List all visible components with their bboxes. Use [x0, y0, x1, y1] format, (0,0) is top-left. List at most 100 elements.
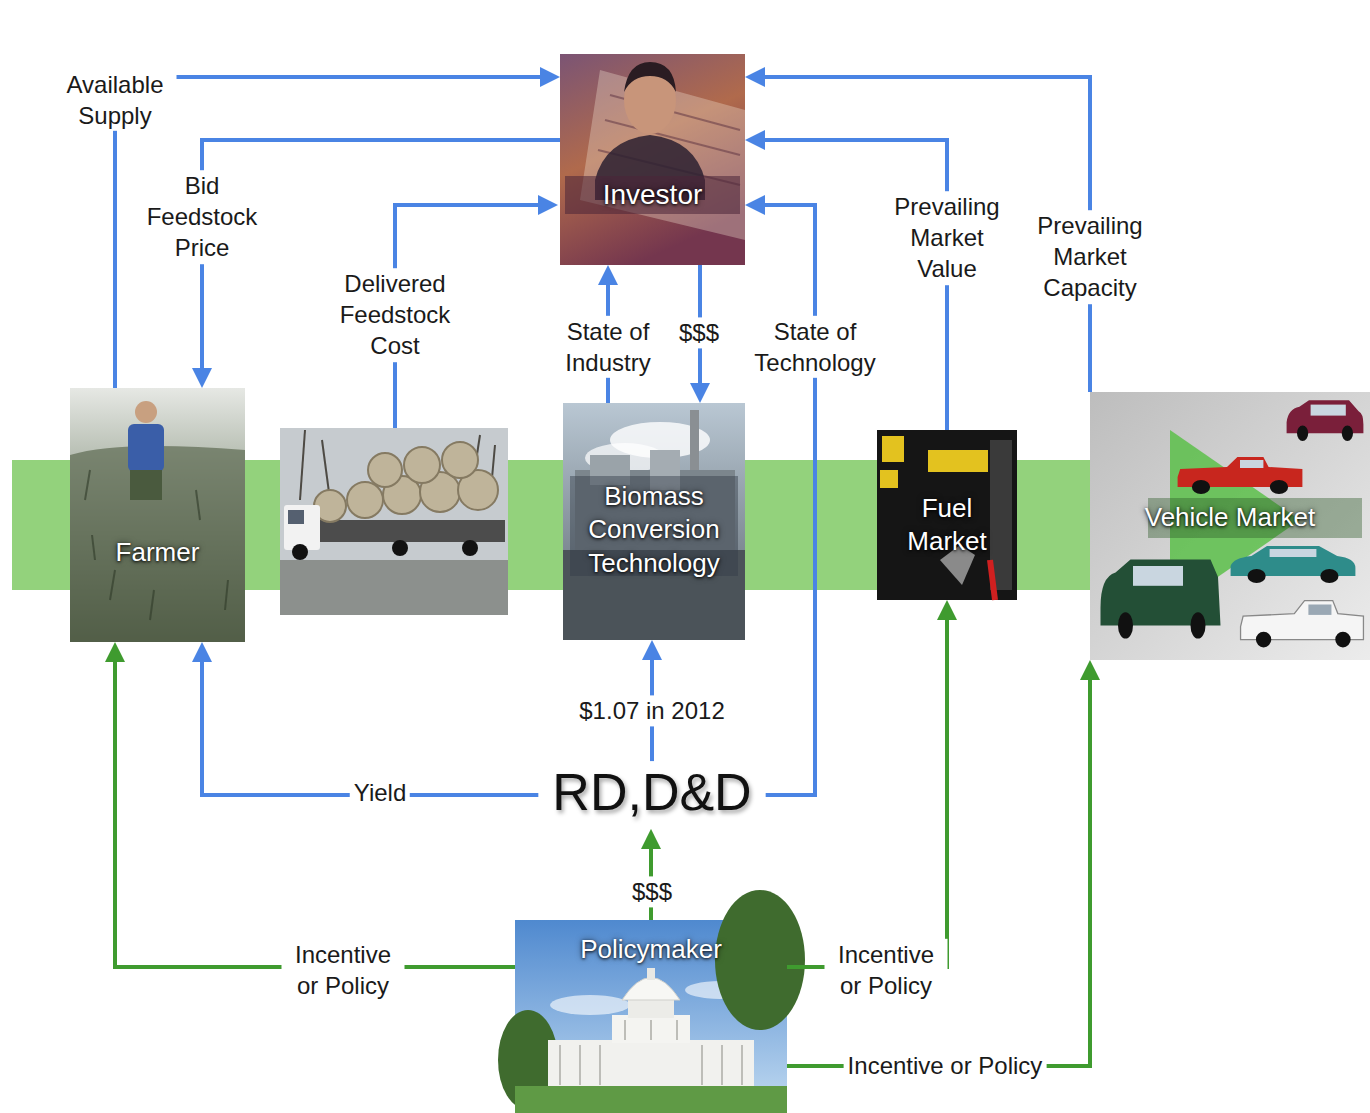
edge-label: Available Supply [54, 69, 177, 131]
text-group: Biomass Conversion Technology [563, 480, 745, 579]
edge-label: Incentive or Policy [282, 939, 405, 1001]
truck-photo [347, 482, 383, 518]
capitol-photo [676, 1020, 678, 1040]
farmer-photo [70, 388, 245, 642]
capitol-photo [650, 1020, 652, 1040]
capitol-photo [515, 1086, 787, 1113]
node-title: Fuel Market [885, 492, 1009, 558]
flow-arrow [755, 140, 947, 430]
text-group: Farmer [70, 536, 245, 569]
capitol-photo [560, 1020, 742, 1085]
vehicle-photo [1297, 426, 1308, 441]
capitol-photo [559, 1045, 561, 1085]
policy-arrow [115, 652, 515, 967]
text-group: Vehicle Market [1090, 501, 1370, 534]
fuel-pump-photo [877, 430, 1017, 600]
truck-photo [288, 510, 304, 524]
truck-photo [292, 540, 478, 560]
flow-label: Delivered Feedstock Cost [329, 268, 462, 362]
capitol-photo [550, 995, 630, 1015]
text-group: Investor [560, 177, 745, 213]
farmer-photo [135, 401, 157, 423]
vehicle-photo [1248, 569, 1266, 583]
flow-arrow [755, 205, 815, 795]
truck-photo [292, 544, 308, 560]
flow-arrow [115, 77, 550, 388]
node-title: Biomass Conversion Technology [571, 480, 737, 579]
truck-photo [442, 442, 478, 478]
truck-photo [314, 442, 498, 522]
vehicle-photo [1231, 546, 1356, 583]
edge-label: State of Industry [552, 316, 665, 378]
node-title: Farmer [78, 536, 237, 569]
research-hub: RD,D&D [538, 761, 765, 829]
capitol-photo [741, 1045, 743, 1085]
vehicle-photo [1342, 426, 1353, 441]
edge-label: $$$ [628, 876, 676, 907]
fuel-pump-photo [877, 430, 1017, 600]
vehicle-photo [1090, 392, 1370, 660]
capitol-photo [579, 1045, 581, 1085]
edge-label: $$$ [675, 317, 723, 348]
investor-box: Investor [560, 12, 745, 265]
farmer-photo [70, 446, 245, 642]
investor-picture [560, 12, 745, 265]
edge-label: State of Technology [744, 316, 887, 378]
truck-photo [404, 447, 440, 483]
vehicle-photo [1320, 569, 1338, 583]
vehicle-photo [1231, 546, 1356, 576]
text-group: RD,D&D [552, 763, 751, 823]
fuel-pump-photo [880, 470, 898, 488]
fuel-pump-photo [882, 436, 904, 462]
edge-label: Prevailing Market Capacity [1024, 210, 1157, 304]
truck-photo [392, 540, 408, 556]
fuel-market-box: Fuel Market [877, 430, 1017, 600]
vehicle-photo [1287, 400, 1364, 441]
farmer-photo [225, 580, 228, 610]
fuel-pump-photo [928, 450, 988, 472]
edge-label: Yield [350, 777, 410, 808]
truck-photo [280, 428, 508, 615]
farmer-photo [70, 388, 245, 642]
investor-picture [560, 54, 745, 265]
capitol-photo [628, 998, 674, 1018]
vehicle-photo [1311, 405, 1346, 416]
capitol-photo [548, 1040, 754, 1088]
truck-photo [284, 505, 320, 550]
truck-photo [300, 520, 505, 542]
truck-photo [368, 453, 402, 487]
investor-picture [565, 176, 740, 214]
edge-label: Prevailing Market Value [881, 191, 1014, 285]
capitol-photo [715, 890, 805, 1030]
vehicle-photo [1308, 605, 1331, 615]
conversion-plant-photo [563, 403, 745, 640]
capitol-photo [599, 1045, 601, 1085]
truck-photo [462, 540, 478, 556]
capitol-photo [622, 978, 680, 1001]
hub-title: RD,D&D [552, 763, 751, 823]
edge-label: Bid Feedstock Price [136, 170, 269, 264]
text-group: Policymaker [515, 933, 787, 966]
vehicle-photo [1256, 632, 1271, 648]
fuel-pump-photo [990, 560, 995, 600]
farmer-photo [130, 470, 162, 500]
conversion-box: Biomass Conversion Technology [563, 403, 745, 640]
farmer-box: Farmer [70, 388, 245, 642]
investor-picture [560, 12, 745, 54]
vehicle-photo [1118, 612, 1133, 638]
farmer-photo [196, 490, 200, 520]
policy-arrow [787, 670, 1090, 1066]
capitol-photo [701, 1045, 703, 1085]
text-group: Fuel Market [877, 492, 1017, 558]
vehicle-photo [1241, 601, 1364, 648]
vehicle-market-box: Vehicle Market [1090, 392, 1370, 660]
truck-photo [300, 430, 305, 500]
capitol-photo [624, 1020, 626, 1040]
capitol-photo [721, 1045, 723, 1085]
truck-photo [280, 560, 508, 615]
vehicle-photo [1270, 549, 1317, 557]
farmer-photo [85, 470, 90, 500]
capitol-photo [498, 890, 805, 1113]
